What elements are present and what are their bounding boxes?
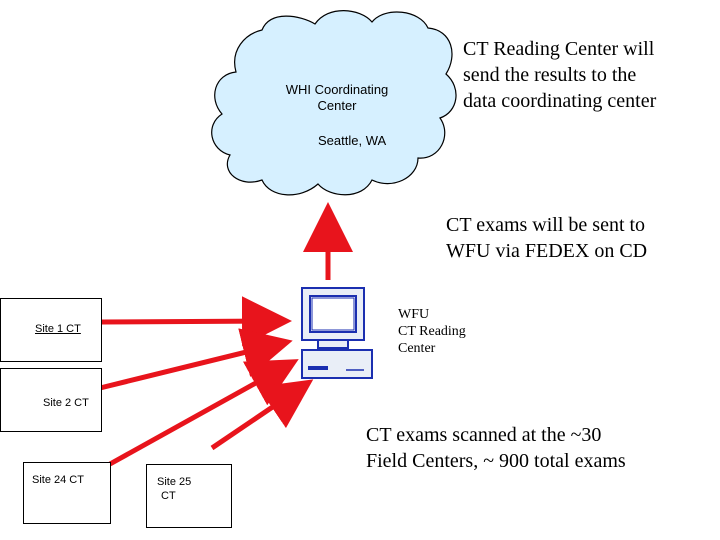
site-25-box: Site 25 CT [146, 464, 232, 528]
site-1-label: Site 1 CT [35, 323, 81, 335]
site-2-label: Site 2 CT [43, 397, 89, 409]
results-note-line2: send the results to the [463, 64, 637, 86]
computer-icon [301, 287, 373, 379]
wfu-reading-center-label: WFU CT Reading Center [398, 306, 466, 357]
site-24-label: Site 24 CT [32, 474, 84, 486]
cloud-location: Seattle, WA [318, 133, 387, 148]
site-25-line2: CT [161, 490, 176, 502]
scanned-note-line2: Field Centers, ~ 900 total exams [366, 450, 626, 472]
wfu-line2: CT Reading [398, 324, 466, 339]
arrow-site1-to-wfu [101, 296, 292, 347]
wfu-line1: WFU [398, 307, 430, 322]
site-2-box: Site 2 CT [0, 368, 102, 432]
site-24-box: Site 24 CT [23, 462, 111, 524]
fedex-note-line2: WFU via FEDEX on CD [446, 240, 648, 262]
site-25-line1: Site 25 [157, 476, 192, 488]
results-note-line3: data coordinating center [463, 90, 657, 112]
cloud-title-line1: WHI Coordinating [285, 82, 389, 97]
wfu-line3: Center [398, 341, 436, 356]
arrow-site25-to-wfu [210, 379, 314, 451]
fedex-note-line1: CT exams will be sent to [446, 214, 646, 236]
cloud-title: WHI Coordinating Center [262, 82, 412, 114]
fedex-note: CT exams will be sent to WFU via FEDEX o… [446, 212, 647, 264]
results-note: CT Reading Center will send the results … [463, 36, 656, 114]
scanned-note-line1: CT exams scanned at the ~30 [366, 424, 602, 446]
results-note-line1: CT Reading Center will [463, 38, 655, 60]
cloud-title-line2: Center [317, 98, 357, 113]
cloud-shape [211, 10, 457, 196]
site-25-label: Site 25 CT [157, 475, 191, 503]
scanned-note: CT exams scanned at the ~30 Field Center… [366, 422, 626, 474]
site-1-box: Site 1 CT [0, 298, 102, 362]
arrow-site2-to-wfu [99, 328, 293, 391]
